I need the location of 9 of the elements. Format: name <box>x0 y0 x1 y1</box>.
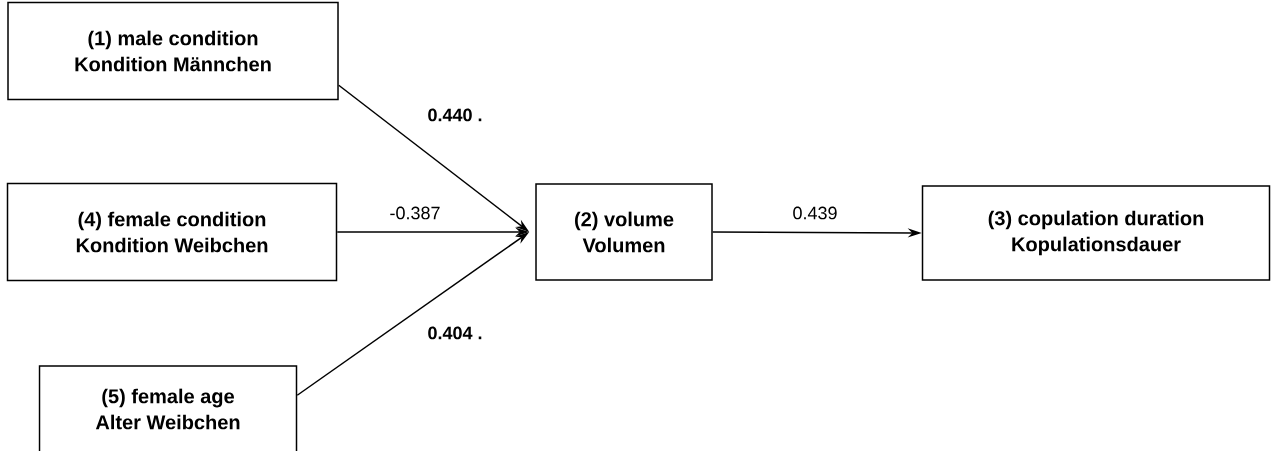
edge-label: 0.439 <box>791 205 839 221</box>
process-box: (4) female condition Kondition Weibchen <box>6 182 338 282</box>
process-box: (5) female age Alter Weibchen <box>38 365 298 451</box>
edge-label: 0.404 . <box>426 325 484 341</box>
edge-label: -0.387 <box>388 205 442 221</box>
edge-label: 0.440 . <box>426 107 484 123</box>
process-box: (1) male condition Kondition Männchen <box>7 1 339 101</box>
process-box: (3) copulation duration Kopulationsdauer <box>921 185 1271 281</box>
process-box: (2) volume Volumen <box>535 183 713 281</box>
